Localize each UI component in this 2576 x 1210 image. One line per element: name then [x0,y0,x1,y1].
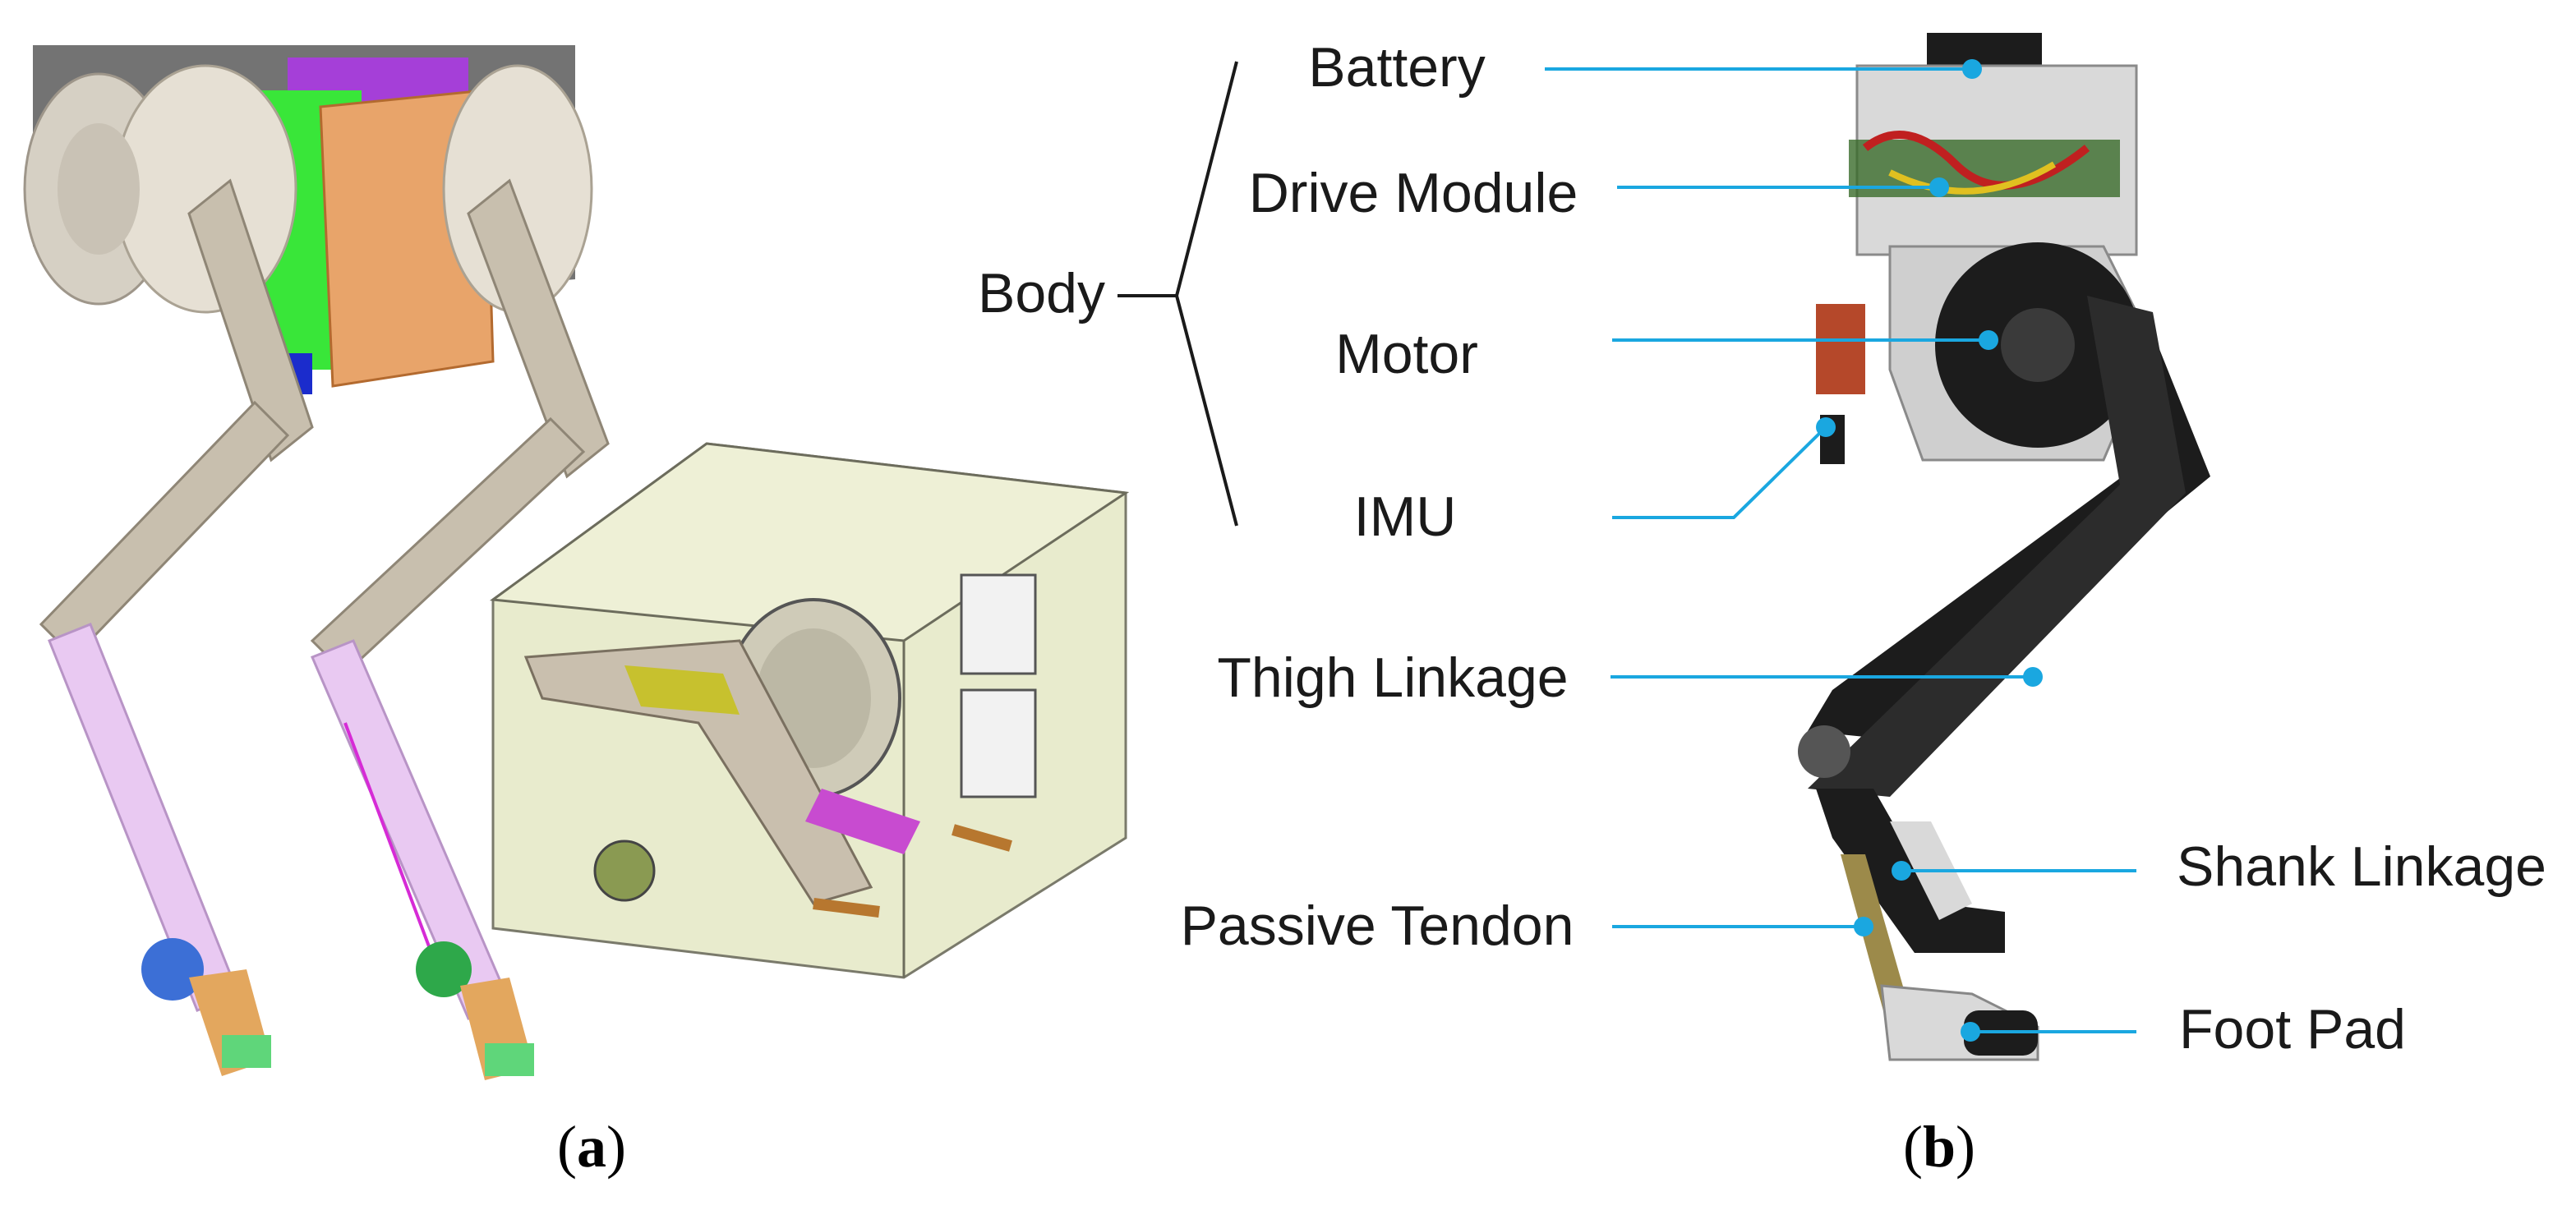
cad-detail-box [489,442,1130,979]
cad-right-tendon [343,722,445,987]
dot-shank-linkage [1892,861,1911,881]
cad-box-magenta-link [805,789,920,854]
cad-right-thigh-2 [310,416,586,676]
cad-box-gear [593,840,656,902]
cad-right-thigh [467,178,610,479]
cad-left-motor-rear [113,64,297,314]
dot-passive-tendon [1854,917,1873,936]
cad-right-toe [485,1043,534,1076]
dot-motor [1979,330,1998,350]
robot-wires-2 [1888,161,2057,195]
dot-thigh-linkage [2023,667,2043,687]
panel-a-cad-illustration [23,45,1130,1080]
label-battery: Battery [1308,36,1485,99]
cad-box-spring [813,898,880,918]
label-motor: Motor [1335,323,1478,385]
robot-imu-box [1816,304,1865,394]
robot-motor-hub [2001,308,2075,382]
cad-left-shin [48,623,240,1012]
cad-left-thigh [187,178,314,462]
cad-left-thigh-2 [39,400,290,660]
cad-right-shin [311,639,511,1020]
cad-box-connector-1 [960,573,1037,675]
label-foot-pad: Foot Pad [2179,998,2406,1060]
label-body: Body [978,262,1105,324]
label-drive-module: Drive Module [1249,162,1578,224]
cad-right-ankle-wheel [416,941,472,997]
cad-left-motor-face [58,123,140,255]
panel-b-robot-photo [1798,33,2210,1061]
robot-thigh-rear [1808,296,2186,797]
panel-a-letter: a [577,1114,606,1180]
dot-imu [1816,417,1836,437]
cad-left-toe [222,1035,271,1068]
body-bracket [1117,61,1238,527]
cad-box-spring-2 [952,824,1012,852]
cad-left-ankle-wheel [141,938,204,1001]
cad-box-yellow-link [624,665,740,715]
panel-b-letter: b [1923,1114,1956,1180]
robot-wires [1862,131,2090,190]
label-passive-tendon: Passive Tendon [1181,895,1574,957]
label-imu: IMU [1354,485,1457,548]
dot-battery [1962,59,1982,79]
leader-imu [1612,426,1827,519]
label-thigh-linkage: Thigh Linkage [1217,646,1568,709]
dot-drive-module [1929,177,1949,197]
panel-b-caption: (b) [1903,1114,1975,1180]
panel-a-caption: (a) [557,1114,626,1180]
cad-box-connector-2 [960,688,1037,798]
label-shank-linkage: Shank Linkage [2177,835,2546,898]
robot-knee-joint [1798,725,1850,778]
dot-foot-pad [1961,1022,1980,1042]
